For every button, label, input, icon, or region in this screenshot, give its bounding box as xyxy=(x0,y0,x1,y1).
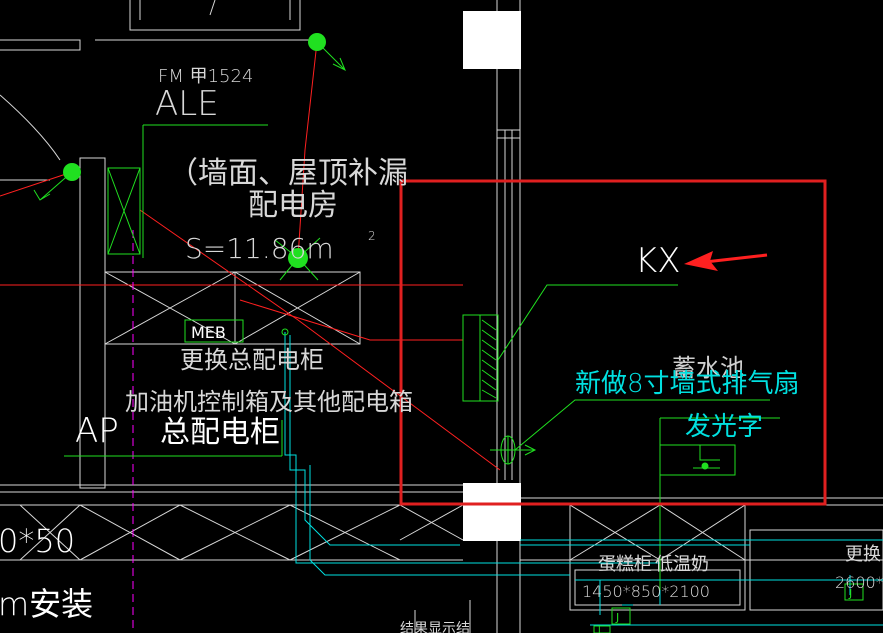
dim-cake-label: 1450*850*2100 xyxy=(582,582,710,601)
milk-label: 低温奶 xyxy=(655,554,709,575)
j-box-label: J xyxy=(597,626,601,633)
kx-label: KX xyxy=(635,241,681,281)
fan-label: 新做8寸墙式排气扇 xyxy=(575,369,800,399)
room-label: 配电房 xyxy=(248,188,338,223)
red-circuit-lines xyxy=(0,41,501,471)
area-superscript: 2 xyxy=(368,229,376,243)
ale-label: ALE xyxy=(155,84,219,124)
ap-desc-label: 总配电柜 xyxy=(160,415,280,450)
area-label: S=11.86m xyxy=(185,232,334,265)
j-box-label: J xyxy=(848,587,852,600)
change-label: 更换 xyxy=(845,544,881,565)
wall-block-top xyxy=(463,11,521,69)
ap-label: AP xyxy=(75,411,119,451)
light-fixture-icon xyxy=(308,33,326,51)
wall-roof-label: （墙面、屋顶补漏 xyxy=(168,156,408,191)
red-arrow-icon xyxy=(684,251,768,271)
pool-label: 蓄水池 xyxy=(672,354,744,382)
install-label: m安装 xyxy=(0,585,93,623)
junction-icon xyxy=(281,328,289,336)
fuel-box-label: 加油机控制箱及其他配电箱 xyxy=(125,388,413,416)
highlight-box xyxy=(399,179,827,506)
replace-panel-label: 更换总配电柜 xyxy=(180,346,324,374)
light-fixture-icon xyxy=(288,248,308,268)
cyan-wiring xyxy=(284,332,883,626)
glow-label: 发光字 xyxy=(685,412,763,442)
light-fixture-icon xyxy=(63,163,81,181)
fm-label: FM 甲1524 xyxy=(158,66,253,87)
meb-label: MEB xyxy=(191,323,226,342)
j-box-group xyxy=(593,583,864,633)
dim-right-label: 2600*75 xyxy=(835,573,883,592)
cake-label: 蛋糕柜 xyxy=(598,554,652,575)
wall-block-bottom xyxy=(463,483,521,541)
j-box-label: J xyxy=(615,611,619,624)
bottom-text-label: 结果显示结 xyxy=(400,621,470,633)
dim-left-label: 0*50 xyxy=(0,522,75,560)
